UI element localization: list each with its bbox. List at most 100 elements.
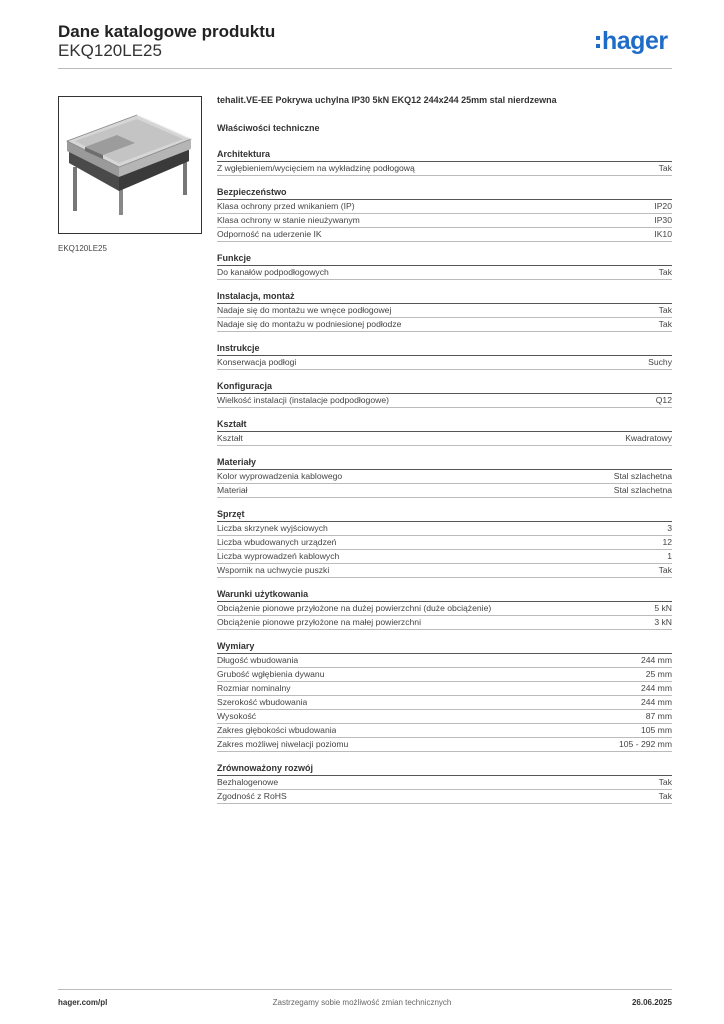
spec-row: Liczba skrzynek wyjściowych 3: [217, 522, 672, 536]
section-title: Instalacja, montaż: [217, 290, 672, 304]
spec-label: Zakres możliwej niwelacji poziomu: [217, 739, 349, 749]
spec-label: Rozmiar nominalny: [217, 683, 291, 693]
product-image: [58, 96, 202, 234]
spec-label: Z wgłębieniem/wycięciem na wykładzinę po…: [217, 163, 415, 173]
section-title: Materiały: [217, 456, 672, 470]
logo-text: hager: [602, 27, 668, 55]
spec-label: Do kanałów podpodłogowych: [217, 267, 329, 277]
floor-box-illustration-icon: [65, 114, 193, 215]
section-title: Kształt: [217, 418, 672, 432]
spec-label: Wielkość instalacji (instalacje podpodło…: [217, 395, 389, 405]
footer-date: 26.06.2025: [631, 998, 672, 1007]
spec-value: Tak: [658, 163, 672, 173]
spec-row: Zakres głębokości wbudowania 105 mm: [217, 724, 672, 738]
spec-label: Liczba wbudowanych urządzeń: [217, 537, 337, 547]
spec-value: 5 kN: [654, 603, 672, 613]
spec-row: Kształt Kwadratowy: [217, 432, 672, 446]
spec-value: Tak: [658, 305, 672, 315]
section-title: Zrównoważony rozwój: [217, 762, 672, 776]
spec-value: 87 mm: [645, 711, 672, 721]
spec-value: 3: [667, 523, 672, 533]
spec-row: Nadaje się do montażu we wnęce podłogowe…: [217, 304, 672, 318]
spec-row: Konserwacja podłogi Suchy: [217, 356, 672, 370]
spec-content: tehalit.VE-EE Pokrywa uchylna IP30 5kN E…: [217, 95, 672, 814]
spec-value: Q12: [655, 395, 672, 405]
spec-value: 1: [667, 551, 672, 561]
spec-label: Liczba skrzynek wyjściowych: [217, 523, 328, 533]
spec-row: Wielkość instalacji (instalacje podpodło…: [217, 394, 672, 408]
spec-label: Zakres głębokości wbudowania: [217, 725, 337, 735]
section-title: Instrukcje: [217, 342, 672, 356]
footer-website: hager.com/pl: [58, 998, 108, 1007]
section-title: Warunki użytkowania: [217, 588, 672, 602]
section-title: Konfiguracja: [217, 380, 672, 394]
spec-value: Stal szlachetna: [613, 485, 672, 495]
footer-disclaimer: Zastrzegamy sobie możliwość zmian techni…: [272, 998, 452, 1007]
spec-label: Nadaje się do montażu we wnęce podłogowe…: [217, 305, 392, 315]
spec-label: Grubość wgłębienia dywanu: [217, 669, 325, 679]
spec-value: Tak: [658, 791, 672, 801]
footer-divider: [58, 989, 672, 990]
spec-value: Kwadratowy: [625, 433, 672, 443]
section-title: Architektura: [217, 148, 672, 162]
spec-label: Długość wbudowania: [217, 655, 299, 665]
spec-value: IK10: [654, 229, 672, 239]
spec-label: Szerokość wbudowania: [217, 697, 308, 707]
spec-label: Obciążenie pionowe przyłożone na małej p…: [217, 617, 421, 627]
spec-value: Suchy: [648, 357, 672, 367]
spec-label: Obciążenie pionowe przyłożone na dużej p…: [217, 603, 492, 613]
spec-row: Klasa ochrony przed wnikaniem (IP) IP20: [217, 200, 672, 214]
spec-label: Klasa ochrony w stanie nieużywanym: [217, 215, 360, 225]
spec-label: Liczba wyprowadzeń kablowych: [217, 551, 340, 561]
spec-label: Nadaje się do montażu w podniesionej pod…: [217, 319, 402, 329]
spec-value: 105 mm: [640, 725, 672, 735]
product-description: tehalit.VE-EE Pokrywa uchylna IP30 5kN E…: [217, 95, 557, 105]
header-divider: [58, 68, 672, 69]
spec-row: Obciążenie pionowe przyłożone na dużej p…: [217, 602, 672, 616]
spec-row: Obciążenie pionowe przyłożone na małej p…: [217, 616, 672, 630]
spec-label: Konserwacja podłogi: [217, 357, 297, 367]
spec-row: Nadaje się do montażu w podniesionej pod…: [217, 318, 672, 332]
section-title: Wymiary: [217, 640, 672, 654]
spec-value: Tak: [658, 777, 672, 787]
hager-logo: hager: [596, 27, 668, 56]
spec-value: Tak: [658, 565, 672, 575]
spec-label: Wspornik na uchwycie puszki: [217, 565, 330, 575]
spec-label: Klasa ochrony przed wnikaniem (IP): [217, 201, 355, 211]
spec-row: Materiał Stal szlachetna: [217, 484, 672, 498]
spec-value: 3 kN: [654, 617, 672, 627]
logo-dots-icon: [596, 35, 600, 48]
spec-row: Wspornik na uchwycie puszki Tak: [217, 564, 672, 578]
spec-label: Kształt: [217, 433, 243, 443]
section-title: Funkcje: [217, 252, 672, 266]
spec-value: IP20: [654, 201, 672, 211]
spec-label: Odporność na uderzenie IK: [217, 229, 322, 239]
spec-value: Stal szlachetna: [613, 471, 672, 481]
spec-label: Materiał: [217, 485, 248, 495]
technical-properties-heading: Właściwości techniczne: [217, 123, 320, 133]
product-code: EKQ120LE25: [58, 41, 162, 60]
spec-value: Tak: [658, 319, 672, 329]
page-title: Dane katalogowe produktu: [58, 22, 276, 41]
spec-value: 244 mm: [640, 655, 672, 665]
